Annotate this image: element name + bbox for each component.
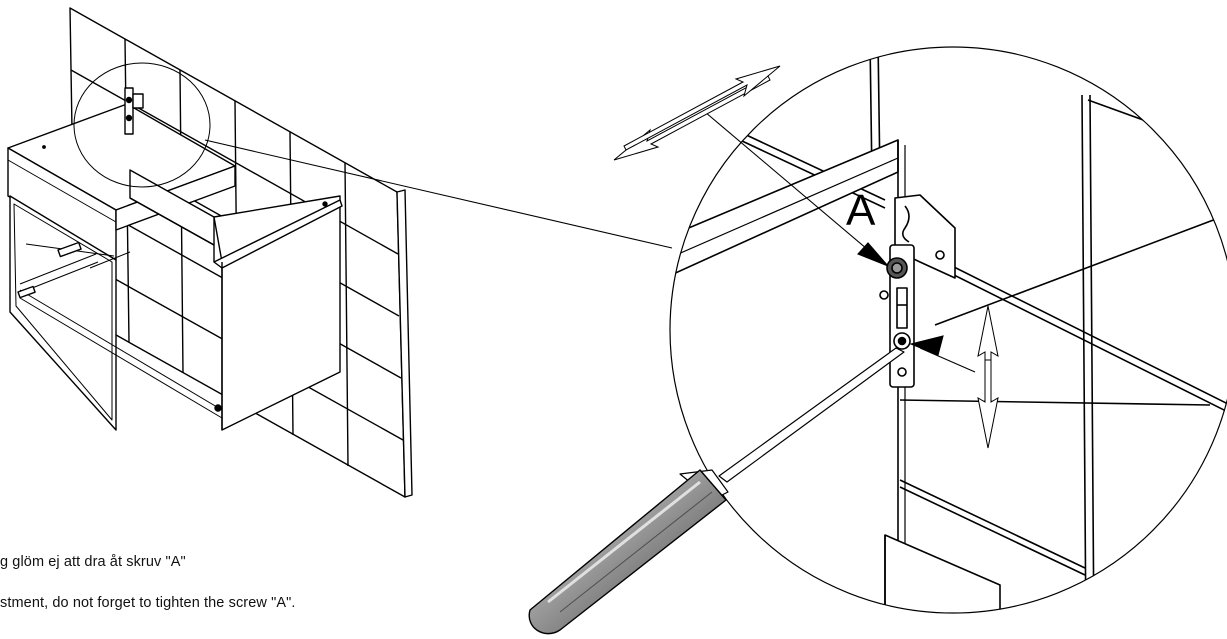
- instruction-swedish: g glöm ej att dra åt skruv "A": [0, 554, 186, 570]
- screw-a: [886, 257, 908, 279]
- detail-marker-circle: [73, 62, 211, 188]
- callout-label-a: A: [846, 186, 876, 235]
- detail-tile-joints: [724, 47, 1227, 613]
- cabinet-body: [7, 87, 343, 431]
- instruction-english: stment, do not forget to tighten the scr…: [0, 595, 296, 611]
- horizontal-adjust-arrow: [613, 65, 781, 161]
- leader-line: [204, 139, 673, 249]
- cabinet-overview: [7, 7, 413, 498]
- screwdriver: [528, 347, 905, 635]
- vertical-adjust-arrow: [977, 305, 999, 449]
- detail-cabinet-panel: [670, 139, 1001, 613]
- magnifier-circle: [669, 46, 1227, 614]
- adjustment-screw: [893, 332, 911, 350]
- detail-view: A: [528, 46, 1227, 635]
- callout-arrows: [704, 111, 976, 373]
